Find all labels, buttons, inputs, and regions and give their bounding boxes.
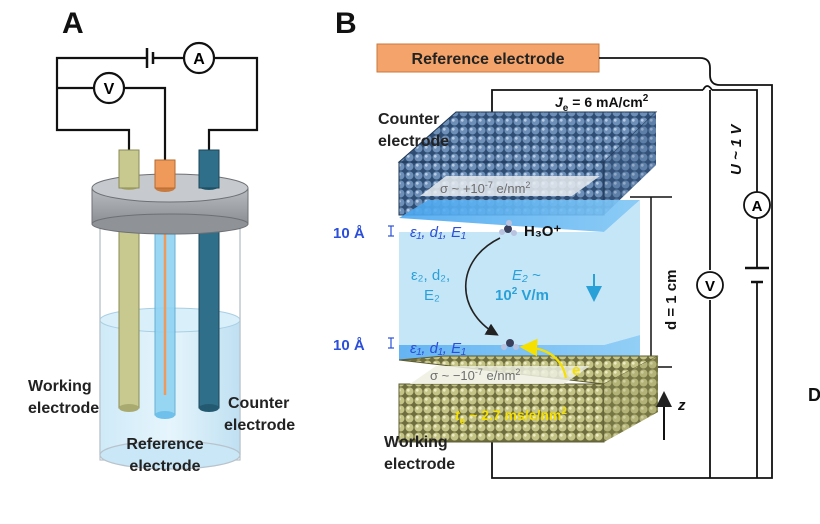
electron-transfer-arrow [519, 338, 568, 379]
ammeter-a-symbol [182, 41, 216, 75]
counter-rod-top [198, 149, 220, 189]
hydronium-label: H₃O⁺ [524, 223, 561, 240]
battery-b-symbol [745, 266, 769, 284]
z-axis-label: z [677, 397, 686, 414]
panel-b-circuit [491, 57, 773, 479]
reference-label-line1: Reference [126, 436, 203, 453]
sigma-bottom-label: σ ~ −10-7 e/nm2 [430, 367, 520, 383]
thickness-top-label: 10 Å [333, 225, 365, 242]
panel-b: B Reference electrode A V U ~ 1 V [333, 7, 773, 479]
panel-b-letter: B [335, 7, 357, 40]
b-working-label-line2: electrode [384, 456, 455, 473]
panel-a-letter: A [62, 7, 84, 40]
layer1-top-symbols: ε₁, d₁, E₁ [410, 224, 466, 241]
reference-electrode-box [376, 43, 600, 73]
bulk-symbols-line1: ε₂, d₂, [411, 267, 450, 284]
panel-a: A A V [28, 7, 295, 475]
panel-d-letter-fragment: D [808, 385, 820, 405]
reference-rod-top [154, 159, 176, 189]
b-counter-label-line2: electrode [378, 133, 449, 150]
working-electrode-block [398, 355, 659, 443]
counter-label-line1: Counter [228, 395, 289, 412]
reference-box-label: Reference electrode [412, 51, 565, 68]
current-density-label: Je = 6 mA/cm2 [555, 93, 649, 114]
ammeter-a-label: A [193, 51, 205, 68]
working-label-line1: Working [28, 378, 92, 395]
wire-crossover [702, 85, 713, 91]
voltmeter-a-symbol [92, 71, 126, 105]
b-counter-label-line1: Counter [378, 111, 439, 128]
battery-symbol [145, 48, 155, 68]
ammeter-b-symbol [743, 191, 771, 219]
sigma-top-banner [420, 176, 600, 196]
b-working-label-line1: Working [384, 434, 448, 451]
voltmeter-a-label: V [104, 81, 115, 98]
voltmeter-b-label: V [705, 278, 715, 295]
thickness-brackets [388, 225, 394, 349]
distance-label: d = 1 cm [663, 270, 680, 330]
thickness-bottom-label: 10 Å [333, 337, 365, 354]
bulk-electrolyte [399, 200, 640, 345]
reference-label-line2: electrode [129, 458, 200, 475]
voltmeter-b-symbol [696, 271, 724, 299]
voltage-label: U ~ 1 V [728, 123, 745, 175]
layer1-bottom-symbols: ε₁, d₁, E₁ [410, 340, 466, 357]
hydronium-ion [499, 220, 517, 236]
electron-label: e [572, 362, 580, 379]
counter-label-line2: electrode [224, 417, 295, 434]
panel-a-circuit [55, 56, 259, 160]
sigma-top-label: σ ~ +10-7 e/nm2 [440, 180, 530, 196]
field-e2-line2: 102 V/m [495, 286, 549, 304]
top-interface-layer [399, 200, 640, 232]
field-e2-line1: E₂ ~ [512, 267, 541, 284]
bulk-symbols-line2: E₂ [424, 287, 440, 304]
working-rod-top [118, 149, 140, 189]
transfer-time-label: te ~ 2.7 ms/e/nm2 [455, 406, 567, 427]
ammeter-b-label: A [752, 198, 763, 215]
working-label-line2: electrode [28, 400, 99, 417]
reduced-species [501, 339, 519, 350]
ion-transport-arrow [465, 237, 501, 336]
sigma-bottom-banner [410, 366, 590, 384]
